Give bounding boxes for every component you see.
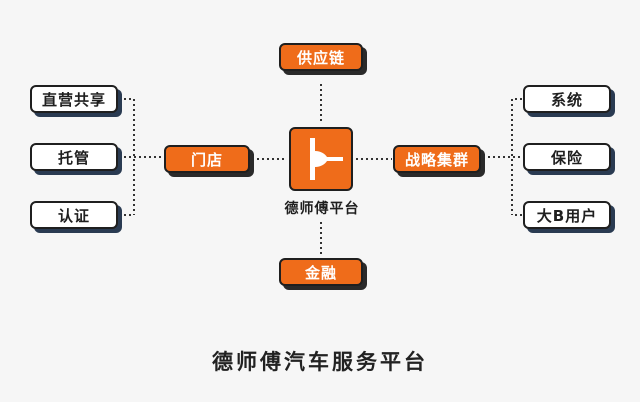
left-item-label: 直营共享 [41, 90, 106, 109]
right-item-label: 大B用户 [536, 206, 598, 225]
right-item-label: 保险 [550, 148, 583, 167]
strategic-cluster-label: 战略集群 [404, 150, 469, 169]
footer-title: 德师傅汽车服务平台 [212, 349, 428, 374]
right-item-box: 保险 [523, 143, 611, 171]
left-item-label: 认证 [57, 206, 90, 225]
supply-chain-label: 供应链 [296, 48, 345, 67]
right-item-box: 大B用户 [523, 201, 611, 229]
platform-name: 德师傅平台 [284, 201, 360, 217]
logo-mark-icon [310, 138, 343, 180]
left-item-box: 认证 [30, 201, 118, 229]
finance-label: 金融 [304, 263, 337, 282]
left-item-box: 直营共享 [30, 85, 118, 113]
supply-chain-box: 供应链 [279, 43, 363, 71]
strategic-cluster-box: 战略集群 [393, 145, 481, 173]
finance-box: 金融 [279, 258, 363, 286]
platform-logo [289, 127, 353, 191]
store-label: 门店 [190, 150, 223, 169]
right-item-label: 系统 [550, 90, 583, 109]
right-item-box: 系统 [523, 85, 611, 113]
left-item-label: 托管 [57, 148, 90, 167]
left-item-box: 托管 [30, 143, 118, 171]
store-box: 门店 [164, 145, 250, 173]
